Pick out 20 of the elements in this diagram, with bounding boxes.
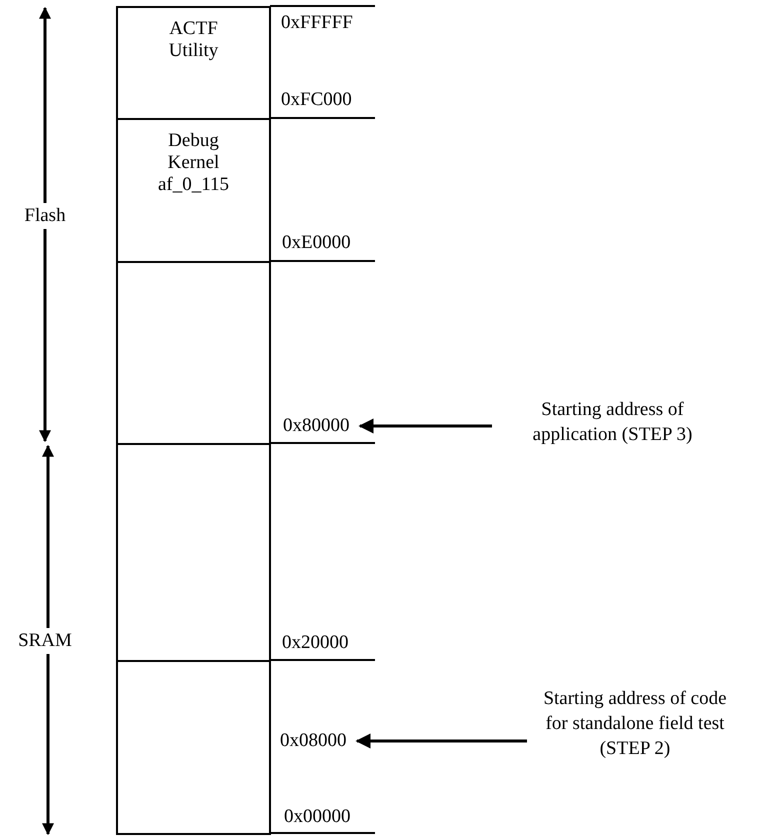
- region-label: ACTF Utility: [168, 18, 220, 62]
- annotation-text: Starting address of code for standalone field test (STEP 2): [535, 686, 735, 761]
- address-label: 0x20000: [282, 632, 348, 654]
- arrow: [358, 418, 492, 434]
- memory-region-box: [116, 118, 271, 263]
- address-label: 0xFFFFF: [281, 12, 353, 34]
- annotation-text: Starting address of application (STEP 3): [500, 397, 725, 447]
- memory-region-box: [116, 443, 271, 662]
- address-label: 0xE0000: [282, 232, 351, 254]
- arrow: [356, 734, 527, 748]
- memory-type-label: Flash: [24, 203, 66, 229]
- memory-region-box: [116, 660, 271, 835]
- region-label: Debug Kernel af_0_115: [156, 130, 230, 196]
- memory-type-label: SRAM: [18, 628, 72, 654]
- address-label: 0x80000: [283, 415, 350, 437]
- address-label: 0x00000: [284, 806, 350, 828]
- address-label: 0x08000: [280, 730, 346, 752]
- address-label: 0xFC000: [281, 89, 352, 111]
- memory-region-box: [116, 261, 271, 445]
- memory-region-box: [116, 6, 271, 120]
